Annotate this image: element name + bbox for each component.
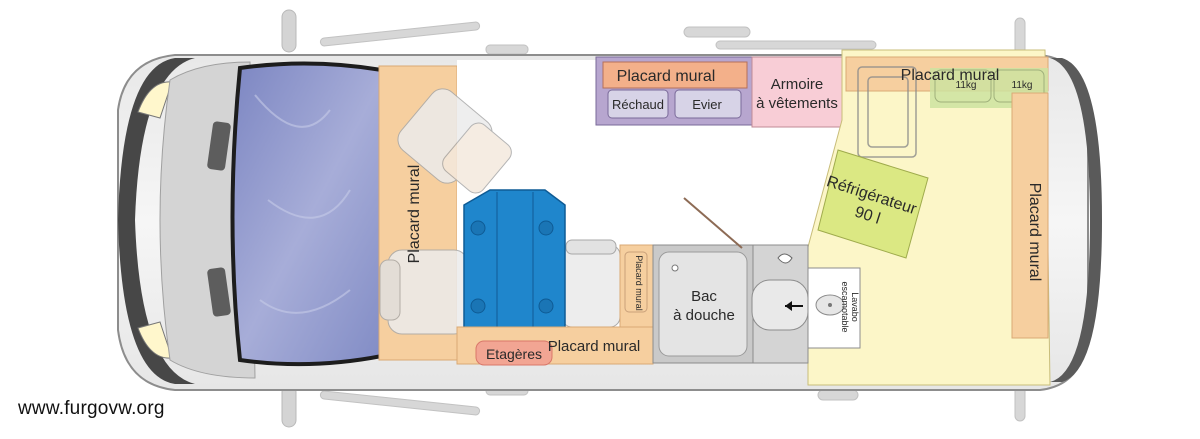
placard-mural-top-right: [845, 56, 1049, 108]
watermark: www.furgovw.org: [18, 398, 165, 419]
etageres: [475, 340, 553, 366]
label-placard-mural-top-center: Placard mural: [617, 68, 716, 85]
kitchen-block: [595, 56, 753, 126]
refrigerateur: [817, 149, 929, 259]
shower-door: [683, 197, 743, 249]
label-gas-bottle-2: 11kg: [1012, 80, 1033, 91]
label-placard-mural-small: Placard mural: [634, 255, 644, 311]
label-bac-douche-2: à douche: [673, 307, 735, 324]
label-armoire-2: à vêtements: [756, 95, 838, 112]
dashboard: [159, 61, 256, 379]
lavabo: [807, 267, 861, 349]
label-gas-bottle-1: 11kg: [956, 80, 977, 91]
label-bac-douche-1: Bac: [691, 288, 717, 305]
table: [463, 189, 566, 331]
label-armoire-1: Armoire: [771, 76, 824, 93]
bench-seat: [561, 239, 621, 328]
label-lavabo-2: escamotable: [840, 281, 850, 332]
label-etageres: Etagères: [486, 346, 542, 362]
label-lavabo-1: Lavabo: [850, 292, 860, 322]
label-placard-mural-bottom: Placard mural: [548, 338, 641, 355]
toilet: [751, 244, 809, 364]
armoire: [751, 56, 843, 128]
label-rechaud: Réchaud: [612, 97, 664, 112]
placard-mural-right: [1011, 92, 1049, 339]
passenger-seat: [379, 249, 469, 335]
label-placard-mural-top-right: Placard mural: [901, 67, 1000, 84]
label-placard-mural-right: Placard mural: [1026, 183, 1043, 282]
driver-seat: [397, 88, 512, 194]
mirror-top: [281, 9, 297, 53]
label-evier: Evier: [692, 97, 722, 112]
label-placard-mural-left: Placard mural: [406, 165, 423, 264]
windshield: [230, 61, 392, 367]
mirror-bottom: [281, 384, 297, 428]
bed-frame: [857, 66, 917, 158]
bac-douche: [652, 244, 754, 364]
